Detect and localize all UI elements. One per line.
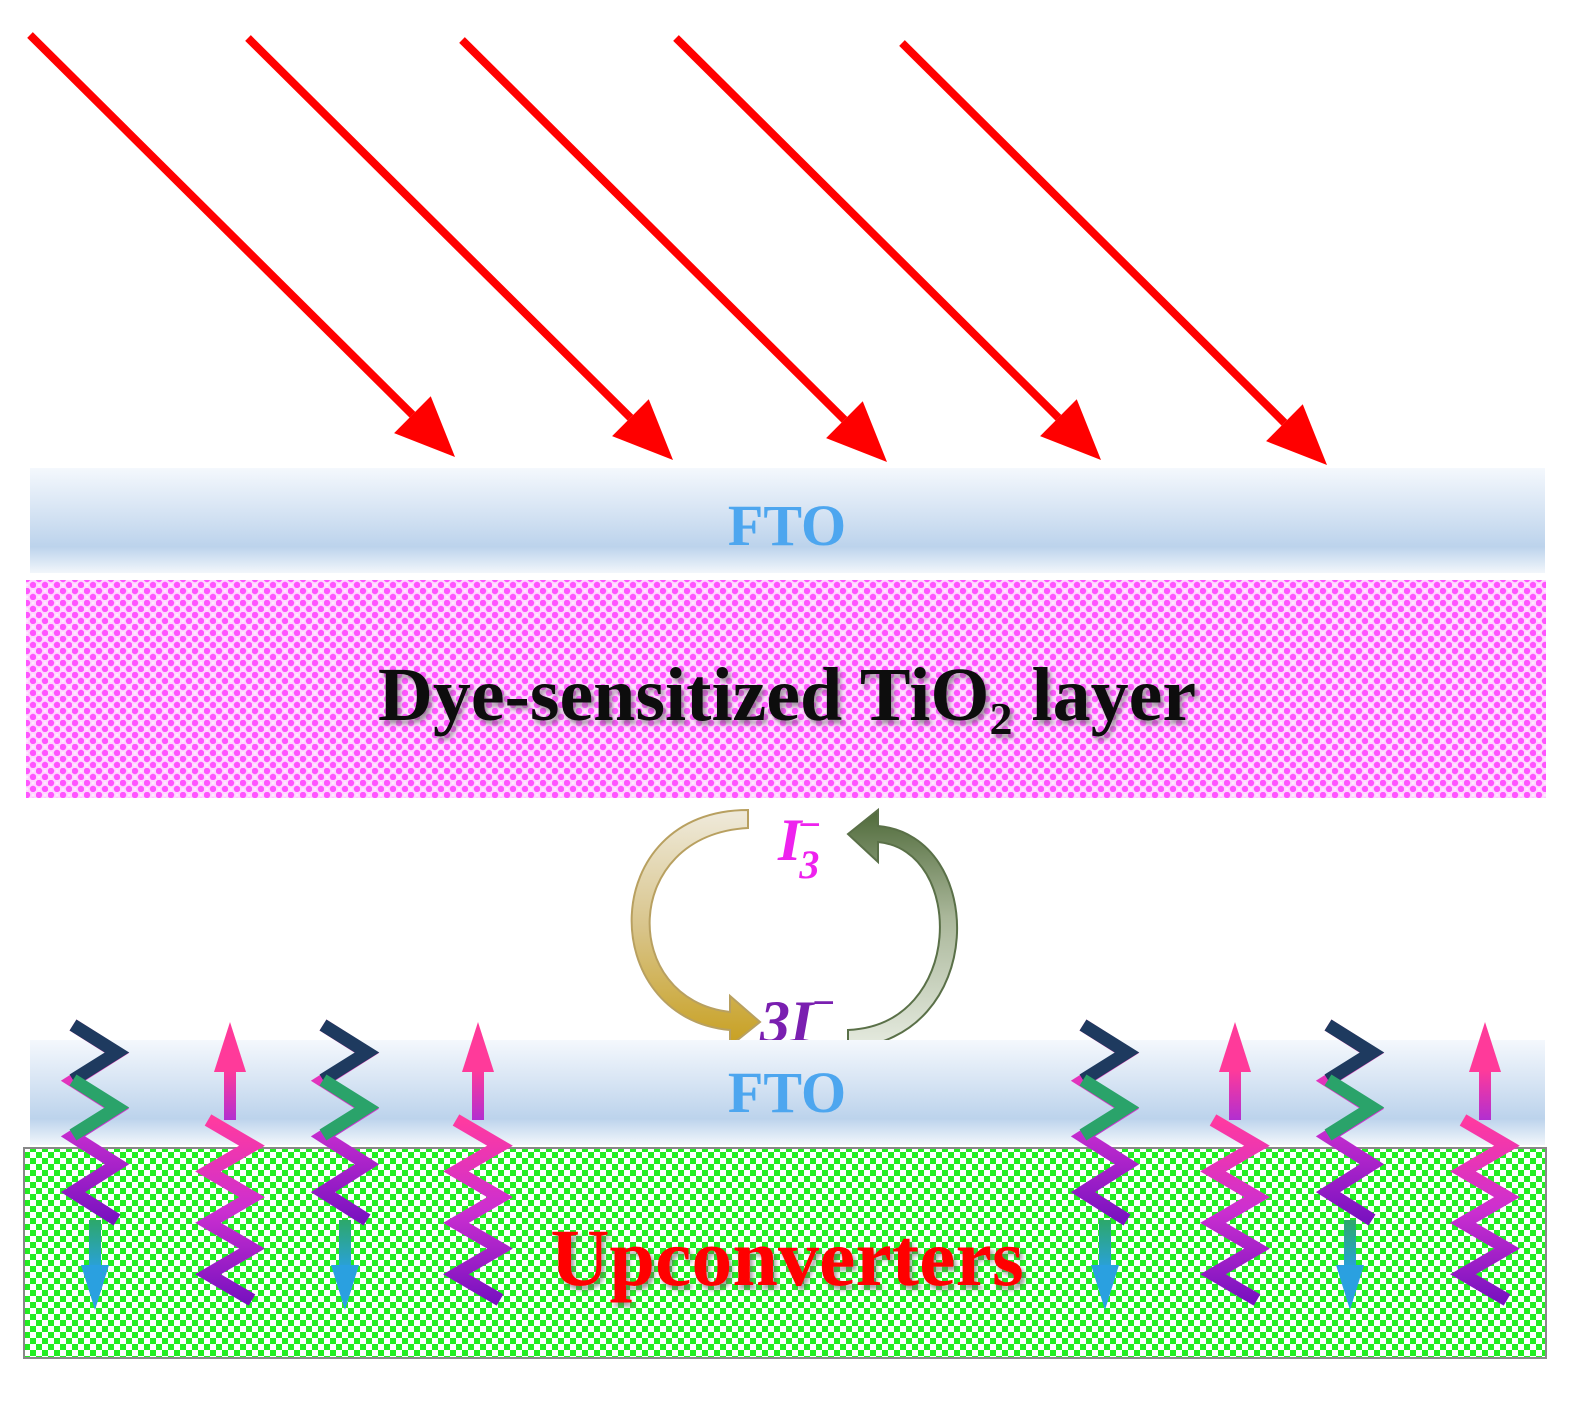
up-wave-arrowhead: [1469, 1022, 1501, 1072]
tio2-label-subscript: 2: [989, 693, 1012, 744]
up-wave-arrowhead: [214, 1022, 246, 1072]
down-wave-arrowhead: [1091, 1265, 1119, 1310]
bottom-fto-layer: [30, 1040, 1545, 1145]
triiodide-label: I3−: [777, 802, 822, 887]
down-wave-arrowhead: [331, 1265, 359, 1310]
light-arrowhead: [1266, 404, 1327, 465]
down-wave: [310, 1019, 380, 1310]
up-wave: [1450, 1022, 1520, 1306]
up-wave-shaft: [224, 1070, 236, 1120]
up-wave-body: [1450, 1114, 1520, 1306]
triiodide-base: I: [777, 807, 804, 873]
up-wave-shaft: [1479, 1070, 1491, 1120]
light-arrowhead: [394, 396, 455, 457]
light-arrowhead: [612, 399, 673, 460]
top-fto-label: FTO: [728, 493, 846, 558]
down-wave-mid: [1324, 1074, 1385, 1141]
light-arrowhead: [826, 401, 887, 462]
down-wave-top: [319, 1019, 380, 1086]
down-wave-shaft: [1099, 1220, 1111, 1270]
incident-light-arrows: [27, 32, 1327, 465]
up-wave: [1200, 1022, 1270, 1306]
down-wave-mid: [319, 1074, 380, 1141]
bottom-fto-label: FTO: [728, 1060, 846, 1125]
up-wave-body: [195, 1114, 265, 1306]
down-wave-top: [1079, 1019, 1140, 1086]
light-ray: [27, 32, 416, 418]
down-wave-mid: [69, 1074, 130, 1141]
triiodide-subscript: 3: [798, 842, 819, 887]
down-wave-shaft: [339, 1220, 351, 1270]
triiodide-superscript: −: [797, 802, 821, 847]
upconverter-layer: [24, 1148, 1546, 1358]
down-wave-shaft: [89, 1220, 101, 1270]
down-wave: [60, 1019, 130, 1310]
upconverter-label: Upconverters: [550, 1212, 1024, 1303]
up-wave: [195, 1022, 265, 1306]
light-ray: [899, 40, 1288, 426]
tio2-label-tail: layer: [1012, 653, 1196, 737]
down-wave-arrowhead: [1336, 1265, 1364, 1310]
redox-arrow-left: [630, 808, 762, 1049]
up-wave-shaft: [1229, 1070, 1241, 1120]
top-fto-layer: [30, 468, 1545, 573]
up-wave-shaft: [472, 1070, 484, 1120]
up-wave-arrowhead: [462, 1022, 494, 1072]
iodide-superscript: −: [811, 980, 835, 1025]
tio2-label: Dye-sensitized TiO2 layer: [378, 653, 1196, 744]
light-ray: [673, 35, 1062, 421]
down-wave: [1070, 1019, 1140, 1310]
down-wave-shaft: [1344, 1220, 1356, 1270]
light-ray: [459, 37, 848, 423]
down-wave-top: [1324, 1019, 1385, 1086]
up-wave-body: [1200, 1114, 1270, 1306]
photon-waves: [60, 1019, 1520, 1310]
up-wave-body: [443, 1114, 513, 1306]
up-wave: [443, 1022, 513, 1306]
light-arrowhead: [1040, 399, 1101, 460]
redox-arrow-right: [846, 807, 959, 1050]
redox-cycle: I3− 3I−: [630, 802, 959, 1055]
down-wave-arrowhead: [81, 1265, 109, 1310]
tio2-label-main: Dye-sensitized TiO: [378, 653, 990, 737]
light-ray: [245, 35, 634, 421]
down-wave: [1315, 1019, 1385, 1310]
tio2-layer: [26, 580, 1546, 798]
up-wave-arrowhead: [1219, 1022, 1251, 1072]
down-wave-mid: [1079, 1074, 1140, 1141]
down-wave-top: [69, 1019, 130, 1086]
upconverter-layer-border: [23, 1147, 1547, 1359]
